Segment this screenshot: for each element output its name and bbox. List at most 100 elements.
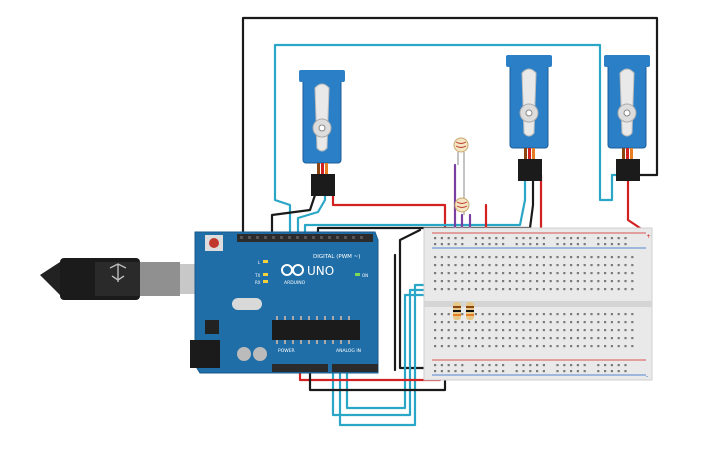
breadboard-hole[interactable] — [508, 313, 511, 316]
breadboard-hole[interactable] — [440, 329, 443, 332]
breadboard-hole[interactable] — [488, 337, 491, 340]
breadboard-hole[interactable] — [604, 364, 607, 367]
breadboard-hole[interactable] — [597, 370, 600, 373]
breadboard-hole[interactable] — [522, 345, 525, 348]
breadboard-hole[interactable] — [610, 370, 613, 373]
breadboard-hole[interactable] — [631, 313, 634, 316]
breadboard-hole[interactable] — [576, 321, 579, 324]
breadboard-hole[interactable] — [590, 321, 593, 324]
breadboard-hole[interactable] — [481, 329, 484, 332]
breadboard-hole[interactable] — [522, 280, 525, 283]
breadboard-hole[interactable] — [617, 329, 620, 332]
breadboard-hole[interactable] — [542, 272, 545, 275]
breadboard-hole[interactable] — [617, 370, 620, 373]
servo-motor-icon[interactable] — [506, 55, 552, 181]
breadboard-hole[interactable] — [556, 264, 559, 267]
breadboard-hole[interactable] — [447, 329, 450, 332]
breadboard-hole[interactable] — [563, 243, 566, 246]
breadboard-hole[interactable] — [468, 321, 471, 324]
breadboard-hole[interactable] — [604, 280, 607, 283]
breadboard-hole[interactable] — [502, 288, 505, 291]
breadboard-hole[interactable] — [474, 345, 477, 348]
breadboard-hole[interactable] — [549, 345, 552, 348]
breadboard-hole[interactable] — [488, 364, 491, 367]
breadboard-hole[interactable] — [542, 337, 545, 340]
servo-motor-icon[interactable] — [299, 70, 345, 196]
breadboard-hole[interactable] — [536, 243, 539, 246]
breadboard-hole[interactable] — [610, 345, 613, 348]
breadboard-hole[interactable] — [529, 329, 532, 332]
breadboard-hole[interactable] — [583, 370, 586, 373]
breadboard-hole[interactable] — [481, 364, 484, 367]
breadboard-hole[interactable] — [481, 237, 484, 240]
breadboard-hole[interactable] — [529, 337, 532, 340]
breadboard-hole[interactable] — [495, 288, 498, 291]
breadboard-hole[interactable] — [495, 337, 498, 340]
breadboard-hole[interactable] — [570, 321, 573, 324]
breadboard-hole[interactable] — [522, 337, 525, 340]
breadboard-hole[interactable] — [440, 256, 443, 259]
breadboard-hole[interactable] — [468, 256, 471, 259]
breadboard-hole[interactable] — [434, 364, 437, 367]
servo-motor-icon[interactable] — [604, 55, 650, 181]
breadboard-hole[interactable] — [604, 243, 607, 246]
breadboard[interactable]: + - — [423, 227, 653, 381]
analog-header[interactable] — [332, 364, 378, 372]
breadboard-hole[interactable] — [590, 337, 593, 340]
breadboard-hole[interactable] — [454, 345, 457, 348]
breadboard-hole[interactable] — [570, 288, 573, 291]
breadboard-hole[interactable] — [481, 288, 484, 291]
breadboard-hole[interactable] — [610, 329, 613, 332]
breadboard-hole[interactable] — [495, 280, 498, 283]
breadboard-hole[interactable] — [597, 272, 600, 275]
breadboard-hole[interactable] — [447, 243, 450, 246]
breadboard-hole[interactable] — [576, 313, 579, 316]
breadboard-hole[interactable] — [488, 243, 491, 246]
breadboard-hole[interactable] — [495, 272, 498, 275]
breadboard-hole[interactable] — [536, 370, 539, 373]
breadboard-hole[interactable] — [597, 321, 600, 324]
breadboard-hole[interactable] — [529, 288, 532, 291]
breadboard-hole[interactable] — [556, 237, 559, 240]
breadboard-hole[interactable] — [549, 256, 552, 259]
breadboard-hole[interactable] — [624, 313, 627, 316]
breadboard-hole[interactable] — [515, 256, 518, 259]
breadboard-hole[interactable] — [481, 345, 484, 348]
breadboard-hole[interactable] — [434, 345, 437, 348]
breadboard-hole[interactable] — [529, 364, 532, 367]
breadboard-hole[interactable] — [604, 329, 607, 332]
breadboard-hole[interactable] — [488, 288, 491, 291]
breadboard-hole[interactable] — [610, 288, 613, 291]
breadboard-hole[interactable] — [604, 256, 607, 259]
breadboard-hole[interactable] — [563, 370, 566, 373]
breadboard-hole[interactable] — [610, 280, 613, 283]
breadboard-hole[interactable] — [576, 288, 579, 291]
breadboard-hole[interactable] — [536, 345, 539, 348]
breadboard-hole[interactable] — [556, 313, 559, 316]
breadboard-hole[interactable] — [576, 272, 579, 275]
breadboard-hole[interactable] — [570, 364, 573, 367]
breadboard-hole[interactable] — [542, 329, 545, 332]
breadboard-hole[interactable] — [556, 345, 559, 348]
breadboard-hole[interactable] — [440, 321, 443, 324]
breadboard-hole[interactable] — [434, 280, 437, 283]
breadboard-hole[interactable] — [549, 321, 552, 324]
breadboard-hole[interactable] — [440, 288, 443, 291]
breadboard-hole[interactable] — [624, 370, 627, 373]
breadboard-hole[interactable] — [515, 280, 518, 283]
breadboard-hole[interactable] — [556, 272, 559, 275]
breadboard-hole[interactable] — [631, 272, 634, 275]
breadboard-hole[interactable] — [631, 264, 634, 267]
breadboard-hole[interactable] — [617, 321, 620, 324]
breadboard-hole[interactable] — [522, 364, 525, 367]
breadboard-hole[interactable] — [604, 321, 607, 324]
breadboard-hole[interactable] — [604, 237, 607, 240]
breadboard-hole[interactable] — [522, 243, 525, 246]
breadboard-hole[interactable] — [576, 329, 579, 332]
breadboard-hole[interactable] — [536, 256, 539, 259]
wire-cyan-top-loop[interactable] — [273, 43, 622, 234]
breadboard-hole[interactable] — [434, 321, 437, 324]
power-header[interactable] — [272, 364, 328, 372]
breadboard-hole[interactable] — [502, 237, 505, 240]
breadboard-hole[interactable] — [522, 237, 525, 240]
